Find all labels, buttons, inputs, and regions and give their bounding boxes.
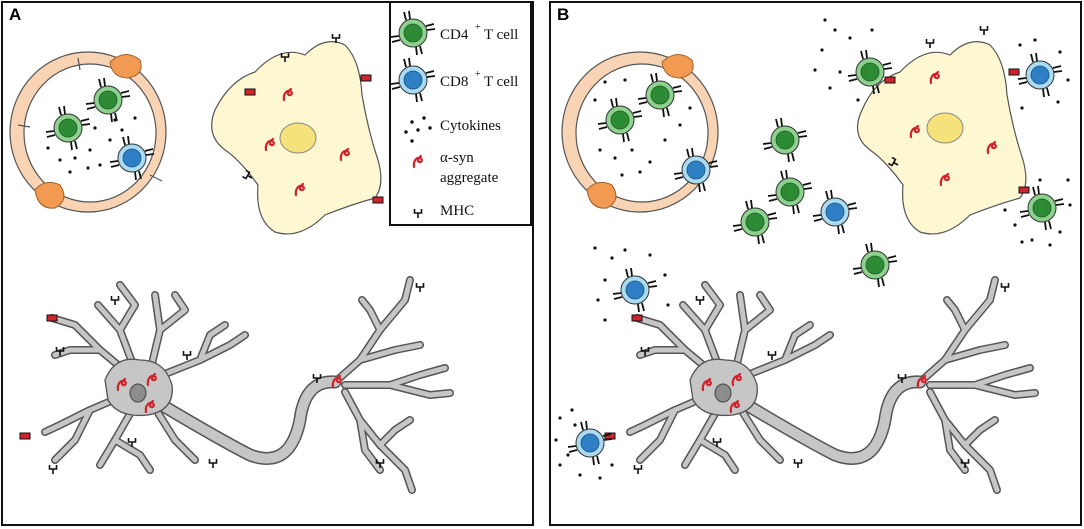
cytokine-dots-icon bbox=[404, 116, 432, 143]
mhc-tag-icon bbox=[244, 88, 256, 96]
nucleus-icon bbox=[926, 112, 964, 144]
legend-asyn-line2: aggregate bbox=[440, 170, 499, 186]
nucleus-icon bbox=[279, 122, 317, 154]
blood-vessel bbox=[9, 51, 167, 213]
legend-cytokines: Cytokines bbox=[440, 118, 501, 134]
legend-cd4-suffix: T cell bbox=[484, 27, 518, 43]
legend-asyn-line1: α-syn bbox=[440, 150, 474, 166]
mhc-tag-icon bbox=[1008, 68, 1020, 76]
mhc-tag-icon bbox=[360, 74, 372, 82]
legend-cd8-suffix: T cell bbox=[484, 74, 518, 90]
mhc-tag-icon bbox=[19, 432, 31, 440]
cytokine-dots-icon bbox=[813, 18, 1072, 247]
panel-letter-b: B bbox=[557, 5, 569, 24]
microglia bbox=[856, 41, 1027, 235]
legend-cd4-name: CD4 bbox=[440, 27, 469, 43]
endothelial-junctions bbox=[17, 57, 163, 182]
mhc-tag-icon bbox=[46, 314, 58, 322]
legend-cd4-sup: + bbox=[475, 22, 481, 33]
cytokine-dots-icon bbox=[593, 78, 692, 177]
mhc-tag-icon bbox=[631, 314, 643, 322]
panel-a: A bbox=[1, 1, 534, 526]
legend: CD4 + T cell CD8 + T cell Cytokines α-sy… bbox=[389, 1, 532, 226]
mhc-tag-icon bbox=[884, 76, 896, 84]
pericyte-icon bbox=[586, 181, 617, 209]
cytokine-dots-icon bbox=[46, 116, 137, 174]
cytokine-dots-icon bbox=[554, 246, 670, 480]
mhc-tag-icon bbox=[1018, 186, 1030, 194]
legend-cd8-name: CD8 bbox=[440, 74, 468, 90]
legend-mhc: MHC bbox=[440, 203, 474, 219]
pericyte-icon bbox=[661, 54, 694, 79]
legend-cd8-sup: + bbox=[475, 69, 481, 80]
pericyte-icon bbox=[34, 181, 65, 209]
panel-b: B bbox=[549, 1, 1082, 526]
panel-letter-a: A bbox=[9, 5, 21, 24]
pericyte-icon bbox=[109, 54, 142, 79]
blood-vessel bbox=[561, 51, 719, 213]
mhc-tag-icon bbox=[372, 196, 384, 204]
